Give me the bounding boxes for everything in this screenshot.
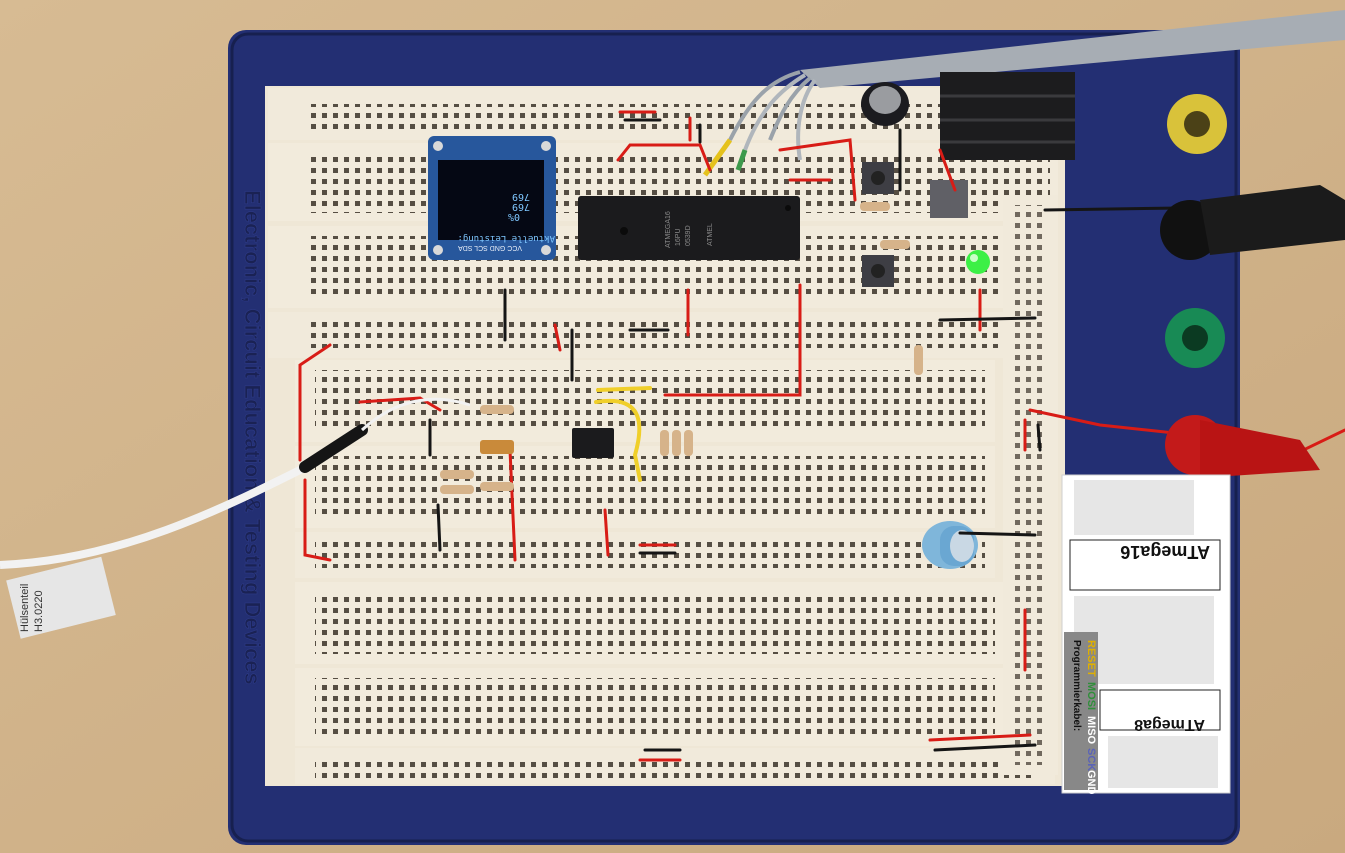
cable-tag-line1: Hülsenteil [19, 584, 31, 632]
card-chip2-title: ATmega8 [1134, 716, 1205, 733]
card-signal-gnd: GND [1085, 770, 1097, 795]
banana-socket-black [1160, 185, 1345, 260]
banana-socket-green [1165, 308, 1225, 368]
reference-card: ATmega16 ATmega8 Programmierkabel: RESET… [1061, 474, 1231, 795]
oled-display: Aktuelle Leistung: 0% 769 769 VCC GND SC… [428, 136, 556, 260]
ribbon-cable [702, 10, 1345, 177]
card-signal-mosi: MOSI [1085, 682, 1097, 710]
mcu-model: ATMEGA16 [665, 211, 672, 248]
oled-line-1: Aktuelle Leistung: [457, 233, 555, 243]
probe-cable [0, 397, 471, 569]
oled-pin-labels: VCC GND SCL SDA [458, 244, 522, 251]
cable-tag-line2: H3.0220 [33, 590, 45, 632]
mcu-code: 0539D [685, 225, 692, 246]
mcu-sub: 16PU [675, 228, 682, 246]
board-brand-text: Electronic, Circuit Education & Testing … [240, 190, 265, 685]
oled-line-2: 0% [508, 211, 520, 222]
card-chip1-title: ATmega16 [1120, 542, 1210, 562]
card-signal-reset: RESET [1085, 640, 1097, 677]
card-prog-title: Programmierkabel: [1071, 640, 1082, 731]
atmega16-chip: ATMEL ATMEGA16 16PU 0539D [578, 196, 800, 260]
oled-line-3: 769 [512, 201, 530, 212]
black-wires [428, 118, 1182, 752]
cable-tag: Hülsenteil H3.0220 [6, 556, 116, 639]
capacitor-top [861, 82, 909, 126]
banana-socket-yellow [1167, 94, 1227, 154]
green-led [966, 250, 990, 274]
breadboard-strips [268, 88, 1058, 784]
card-signal-sck: SCK [1085, 748, 1097, 771]
yellow-wires [594, 386, 652, 482]
capacitor-blue [922, 521, 978, 569]
mcu-brand: ATMEL [707, 223, 714, 246]
banana-socket-red [1165, 415, 1320, 478]
oled-line-4: 769 [512, 191, 530, 202]
card-signal-miso: MISO [1085, 716, 1097, 745]
dip8-chip [572, 428, 614, 458]
resistors [440, 202, 923, 494]
heatsink [930, 72, 1075, 218]
